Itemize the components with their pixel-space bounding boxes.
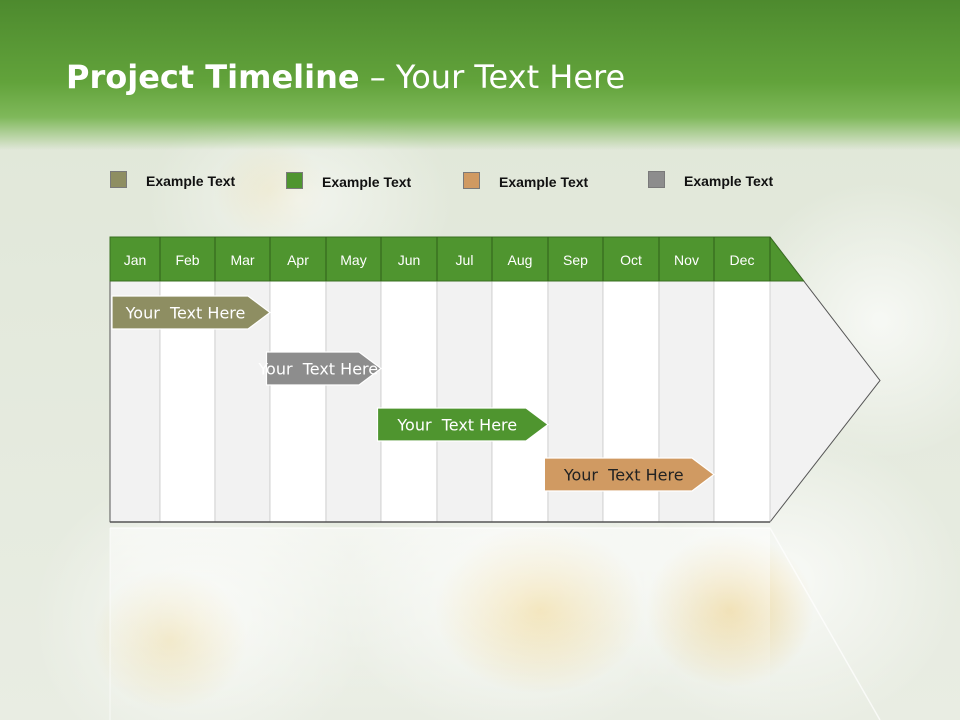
- legend-swatch-2: [286, 172, 303, 189]
- title-bold: Project Timeline: [66, 58, 360, 96]
- month-label-feb: Feb: [175, 252, 199, 268]
- month-label-aug: Aug: [508, 252, 533, 268]
- month-label-mar: Mar: [230, 252, 254, 268]
- legend-label-4: Example Text: [684, 173, 774, 189]
- month-column: [380, 280, 438, 523]
- month-column: [491, 280, 549, 523]
- task-arrow-4: Your Text Here: [543, 457, 715, 492]
- task-label: Your Text Here: [563, 466, 684, 485]
- month-label-nov: Nov: [674, 252, 699, 268]
- month-column: [269, 280, 327, 523]
- legend-swatch-1: [110, 171, 127, 188]
- month-column: [713, 280, 771, 523]
- month-column: [436, 280, 493, 523]
- page-title: Project Timeline – Your Text Here: [66, 58, 625, 96]
- task-arrow-shape: [265, 351, 382, 386]
- month-header-row: Jan Feb Mar Apr May Jun Jul Aug Sep Oct Nov Dec: [109, 236, 805, 282]
- task-label: Your Text Here: [396, 416, 517, 435]
- month-label-jun: Jun: [398, 252, 421, 268]
- legend-swatch-3: [463, 172, 480, 189]
- month-label-may: May: [340, 252, 366, 268]
- task-label: Your Text Here: [257, 360, 378, 379]
- title-rest: – Your Text Here: [359, 58, 626, 96]
- task-arrow-shape: [376, 407, 549, 442]
- month-label-sep: Sep: [563, 252, 588, 268]
- month-label-apr: Apr: [287, 252, 309, 268]
- month-label-jan: Jan: [124, 252, 147, 268]
- month-header-bg: [109, 236, 805, 282]
- legend-label-3: Example Text: [499, 174, 589, 190]
- legend-swatch-4: [648, 171, 665, 188]
- month-label-oct: Oct: [620, 252, 642, 268]
- task-arrow-shape: [111, 295, 271, 330]
- task-arrow-shape: [543, 457, 715, 492]
- task-arrow-1: Your Text Here: [111, 295, 271, 330]
- timeline-body: [109, 236, 881, 523]
- reflection-fill: [110, 528, 770, 718]
- legend-label-2: Example Text: [322, 174, 412, 190]
- task-label: Your Text Here: [125, 304, 246, 323]
- task-arrow-2: Your Text Here: [257, 351, 382, 386]
- month-label-jul: Jul: [456, 252, 474, 268]
- header-band: [0, 0, 960, 150]
- task-arrow-3: Your Text Here: [376, 407, 549, 442]
- month-column: [325, 280, 382, 523]
- month-label-dec: Dec: [730, 252, 755, 268]
- legend-label-1: Example Text: [146, 173, 236, 189]
- timeline-reflection: [109, 527, 881, 720]
